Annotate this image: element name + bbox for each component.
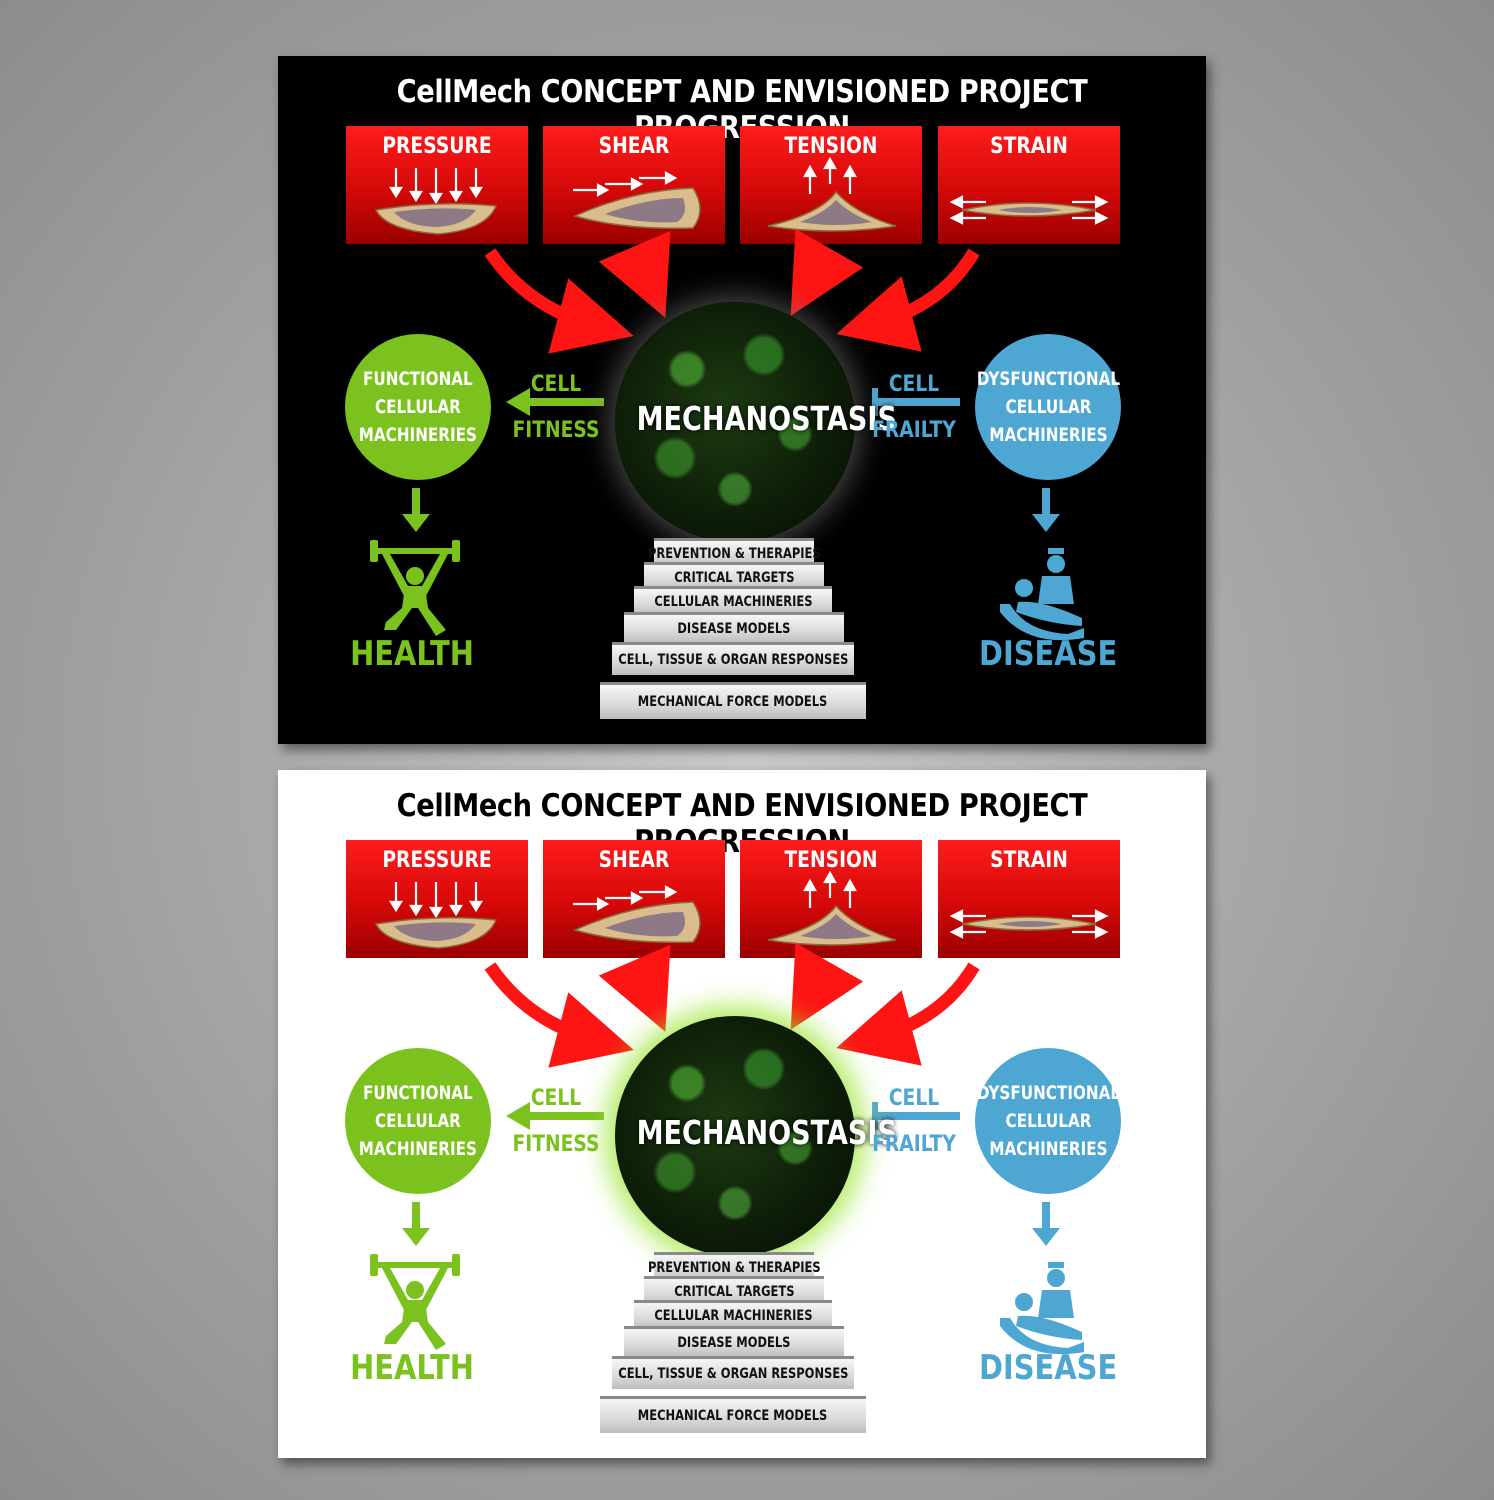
down-arrow-disease [1032, 488, 1060, 532]
weightlifter-icon [370, 540, 460, 636]
functional-machineries-circle: FUNCTIONAL CELLULAR MACHINERIES [345, 334, 491, 480]
cell-fitness-arrow [506, 1102, 604, 1130]
step-disease-models: DISEASE MODELS [624, 612, 844, 643]
mechanostasis-sphere: MECHANOSTASIS [615, 1016, 897, 1256]
diagram-panel-light: CellMech CONCEPT AND ENVISIONED PROJECT … [278, 770, 1206, 1458]
down-arrow-disease [1032, 1202, 1060, 1246]
functional-machineries-text: FUNCTIONAL CELLULAR MACHINERIES [358, 368, 478, 446]
dysfunctional-machineries-text: DYSFUNCTIONAL CELLULAR MACHINERIES [976, 368, 1120, 446]
cell-fitness-label: CELL FITNESS [512, 372, 600, 443]
force-label-pressure: PRESSURE [382, 134, 492, 159]
health-label: HEALTH [350, 1348, 474, 1388]
connector-arrows [370, 228, 1084, 641]
mechanostasis-label: MECHANOSTASIS [636, 399, 897, 438]
cell-fitness-arrow [506, 388, 604, 416]
step-mechanical-force-models: MECHANICAL FORCE MODELS [600, 682, 866, 719]
force-box-shear: SHEAR [543, 126, 725, 244]
shear-cell-icon [572, 885, 701, 943]
force-box-shear: SHEAR [543, 840, 725, 958]
mechanostasis-label: MECHANOSTASIS [636, 1113, 897, 1152]
cell-frailty-label: CELL FRAILTY [872, 372, 956, 443]
force-box-strain: STRAIN [938, 840, 1120, 958]
cell-frailty-inhibitor [872, 388, 960, 416]
force-label-strain: STRAIN [990, 134, 1068, 159]
functional-machineries-text: FUNCTIONAL CELLULAR MACHINERIES [358, 1082, 478, 1160]
force-label-shear: SHEAR [598, 848, 670, 873]
strain-cell-icon [949, 909, 1109, 939]
arrow-strain-to-center [836, 962, 980, 1066]
force-box-strain: STRAIN [938, 126, 1120, 244]
arrow-tension-to-center [790, 942, 864, 1030]
down-arrow-health [402, 488, 430, 532]
step-cellular-machineries: CELLULAR MACHINERIES [634, 586, 832, 615]
step-mechanical-force-models: MECHANICAL FORCE MODELS [600, 1396, 866, 1433]
dysfunctional-machineries-circle: DYSFUNCTIONAL CELLULAR MACHINERIES [975, 334, 1121, 480]
health-label: HEALTH [350, 634, 474, 674]
arrow-strain-to-center [836, 248, 980, 352]
force-box-tension: TENSION [740, 840, 922, 958]
dysfunctional-machineries-text: DYSFUNCTIONAL CELLULAR MACHINERIES [976, 1082, 1120, 1160]
mechanostasis-sphere: MECHANOSTASIS [615, 302, 897, 542]
weightlifter-icon [370, 1254, 460, 1350]
shear-cell-icon [572, 171, 701, 229]
down-arrow-health [402, 1202, 430, 1246]
arrow-shear-to-center [598, 944, 671, 1032]
force-label-tension: TENSION [784, 848, 878, 873]
disease-label: DISEASE [979, 1348, 1118, 1388]
pressure-cell-icon [374, 882, 498, 949]
cell-frailty-inhibitor [872, 1102, 960, 1130]
arrow-tension-to-center [790, 228, 864, 316]
cell-frailty-label: CELL FRAILTY [872, 1086, 956, 1157]
connector-arrows [370, 942, 1084, 1355]
step-cell-tissue-organ: CELL, TISSUE & ORGAN RESPONSES [612, 1356, 854, 1389]
pressure-cell-icon [374, 168, 498, 235]
force-box-pressure: PRESSURE [346, 840, 528, 958]
cell-fitness-label: CELL FITNESS [512, 1086, 600, 1157]
disease-label: DISEASE [979, 634, 1118, 674]
strain-cell-icon [949, 195, 1109, 225]
force-box-pressure: PRESSURE [346, 126, 528, 244]
force-label-pressure: PRESSURE [382, 848, 492, 873]
dysfunctional-machineries-circle: DYSFUNCTIONAL CELLULAR MACHINERIES [975, 1048, 1121, 1194]
arrow-pressure-to-center [484, 248, 634, 354]
patient-nurse-icon [1000, 548, 1084, 641]
force-label-shear: SHEAR [598, 134, 670, 159]
step-cellular-machineries: CELLULAR MACHINERIES [634, 1300, 832, 1329]
functional-machineries-circle: FUNCTIONAL CELLULAR MACHINERIES [345, 1048, 491, 1194]
arrow-shear-to-center [598, 230, 671, 318]
force-label-tension: TENSION [784, 134, 878, 159]
patient-nurse-icon [1000, 1262, 1084, 1355]
diagram-panel-dark: CellMech CONCEPT AND ENVISIONED PROJECT … [278, 56, 1206, 744]
step-cell-tissue-organ: CELL, TISSUE & ORGAN RESPONSES [612, 642, 854, 675]
force-box-tension: TENSION [740, 126, 922, 244]
step-disease-models: DISEASE MODELS [624, 1326, 844, 1357]
arrow-pressure-to-center [484, 962, 634, 1068]
force-label-strain: STRAIN [990, 848, 1068, 873]
